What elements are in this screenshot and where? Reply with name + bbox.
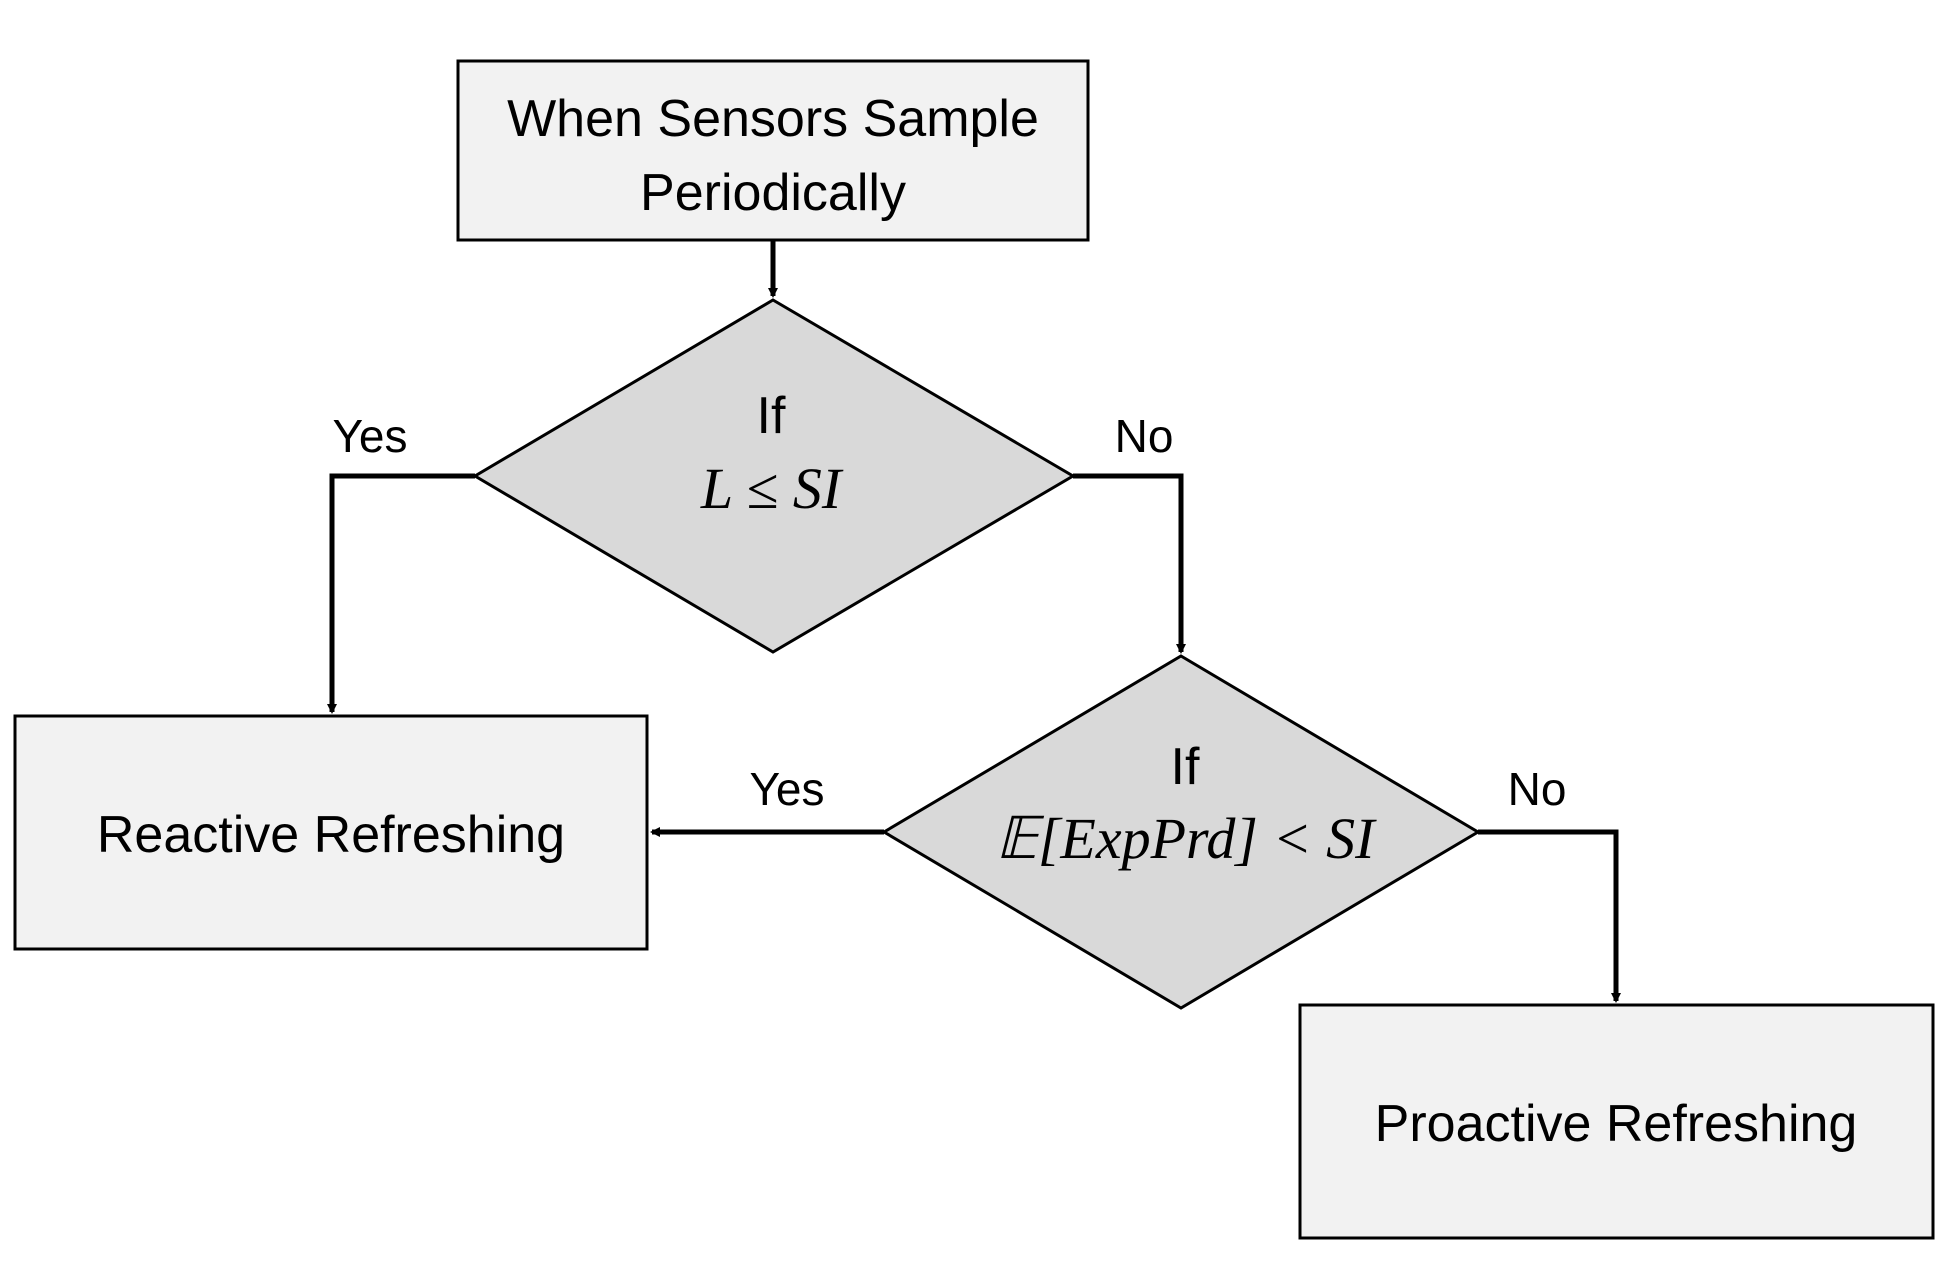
proactive-box-label: Proactive Refreshing <box>1375 1095 1858 1153</box>
reactive-box: Reactive Refreshing <box>13 714 649 951</box>
start-box: When Sensors Sample Periodically <box>456 59 1090 242</box>
arrow-decision1-yes <box>327 473 475 714</box>
decision1-no-label: No <box>1115 410 1174 462</box>
decision1-yes-label: Yes <box>332 410 407 462</box>
decision1: If L ≤ SI <box>472 298 1076 654</box>
decision2-yes-label: Yes <box>749 763 824 815</box>
arrow-decision1-no <box>1073 473 1186 654</box>
proactive-box-shape <box>1298 1003 1935 1240</box>
decision2: If 𝔼[ExpPrd] < SI <box>881 654 1481 1010</box>
start-box-line2: Periodically <box>640 164 906 222</box>
decision1-diamond <box>472 298 1076 654</box>
start-box-line1: When Sensors Sample <box>507 90 1039 148</box>
decision1-condition: L ≤ SI <box>700 456 844 521</box>
reactive-box-label: Reactive Refreshing <box>97 806 565 864</box>
decision2-condition: 𝔼[ExpPrd] < SI <box>996 806 1378 871</box>
decision1-if-label: If <box>757 387 786 445</box>
decision2-if-label: If <box>1171 738 1200 796</box>
arrow-decision2-no <box>1478 829 1621 1003</box>
start-box-shape <box>456 59 1090 242</box>
decision2-no-label: No <box>1508 763 1567 815</box>
reactive-box-shape <box>13 714 649 951</box>
decision2-diamond <box>881 654 1481 1010</box>
proactive-box: Proactive Refreshing <box>1298 1003 1935 1240</box>
